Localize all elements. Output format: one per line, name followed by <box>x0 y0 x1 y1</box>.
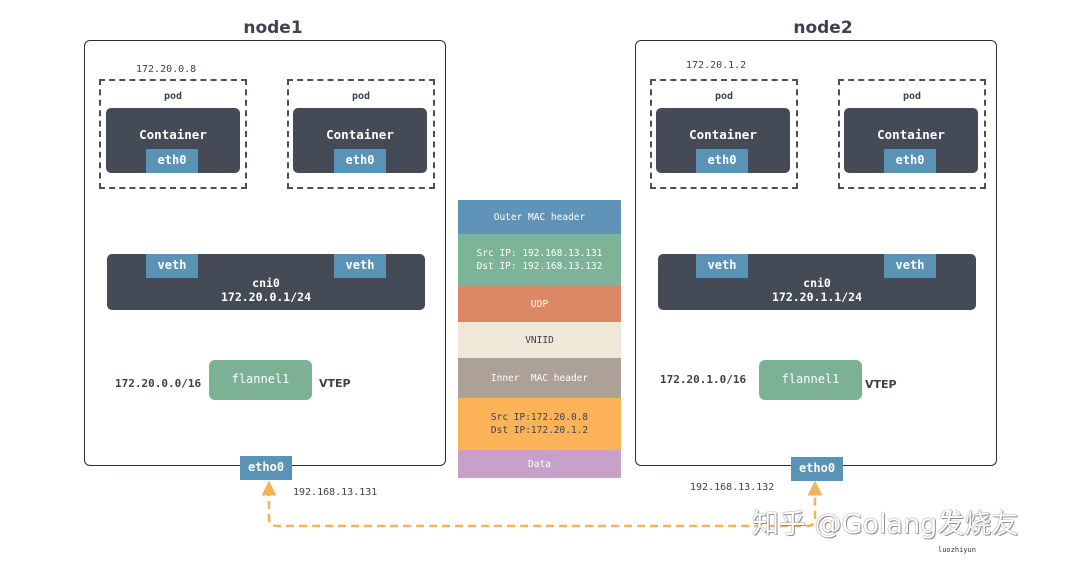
node2-flannel-subnet: 172.20.1.0/16 <box>660 373 747 386</box>
node2-pod1: pod <box>650 79 798 189</box>
node1-pod1-ip: 172.20.0.8 <box>136 64 197 75</box>
pod-label: pod <box>714 91 734 102</box>
node1-flannel-subnet: 172.20.0.0/16 <box>115 377 202 390</box>
node2-pod1-ip: 172.20.1.2 <box>686 60 747 71</box>
packet-segment-text: Dst IP:172.20.1.2 <box>490 425 589 436</box>
packet-segment-text: UDP <box>530 298 549 310</box>
container-label: Container <box>326 127 394 142</box>
packet-segment-text: VNIID <box>525 334 554 346</box>
node2-pod2-eth0: eth0 <box>884 149 936 173</box>
node2-title: node2 <box>793 18 853 38</box>
cni-name: cni0 <box>252 276 280 290</box>
packet-segment: Outer MAC header <box>458 200 621 234</box>
packet-segment: UDP <box>458 286 621 322</box>
packet-segment-text: Data <box>528 458 551 470</box>
node1-vtep-label: VTEP <box>319 377 351 390</box>
node2-veth-right: veth <box>884 254 936 278</box>
node1-pod1-eth0: eth0 <box>146 149 198 173</box>
node2-etho0: etho0 <box>791 457 843 481</box>
pod-label: pod <box>902 91 922 102</box>
node2-flannel1: flannel1 <box>759 360 862 400</box>
container-label: Container <box>139 127 207 142</box>
node1-flannel1: flannel1 <box>209 360 312 400</box>
packet-segment-text: Inner MAC header <box>490 372 589 384</box>
node1-title: node1 <box>243 18 303 38</box>
container-label: Container <box>689 127 757 142</box>
node1-eth-ip: 192.168.13.131 <box>293 487 378 498</box>
pod-label: pod <box>163 91 183 102</box>
node2-veth-left: veth <box>696 254 748 278</box>
cni-name: cni0 <box>803 276 831 290</box>
author-label: luozhiyun <box>938 546 976 554</box>
node1-pod2: pod <box>287 79 435 189</box>
packet-segment-text: Src IP: 192.168.13.131 <box>476 248 603 259</box>
packet-segment-text: Dst IP: 192.168.13.132 <box>476 261 603 272</box>
node1-etho0: etho0 <box>240 456 292 480</box>
packet-segment: Data <box>458 450 621 478</box>
node2-vtep-label: VTEP <box>865 378 897 391</box>
node1-pod2-container: Container <box>293 108 427 173</box>
packet-segment: VNIID <box>458 322 621 358</box>
cni-cidr: 172.20.1.1/24 <box>771 290 862 304</box>
cni-cidr: 172.20.0.1/24 <box>220 290 311 304</box>
node1-veth-left: veth <box>146 254 198 278</box>
node1-veth-right: veth <box>334 254 386 278</box>
watermark: 知乎 @Golang发烧友 <box>752 509 1019 540</box>
node2-pod2: pod <box>838 79 986 189</box>
link-eth-to-eth <box>261 480 823 528</box>
node2-pod1-eth0: eth0 <box>696 149 748 173</box>
packet-segment-text: Src IP:172.20.0.8 <box>490 412 589 423</box>
packet-segment-text: Outer MAC header <box>493 211 586 223</box>
container-label: Container <box>877 127 945 142</box>
node2-eth-ip: 192.168.13.132 <box>690 482 775 493</box>
node1-pod1: pod <box>99 79 247 189</box>
packet-segment: Inner MAC header <box>458 358 621 398</box>
node1-pod2-eth0: eth0 <box>334 149 386 173</box>
pod-label: pod <box>351 91 371 102</box>
